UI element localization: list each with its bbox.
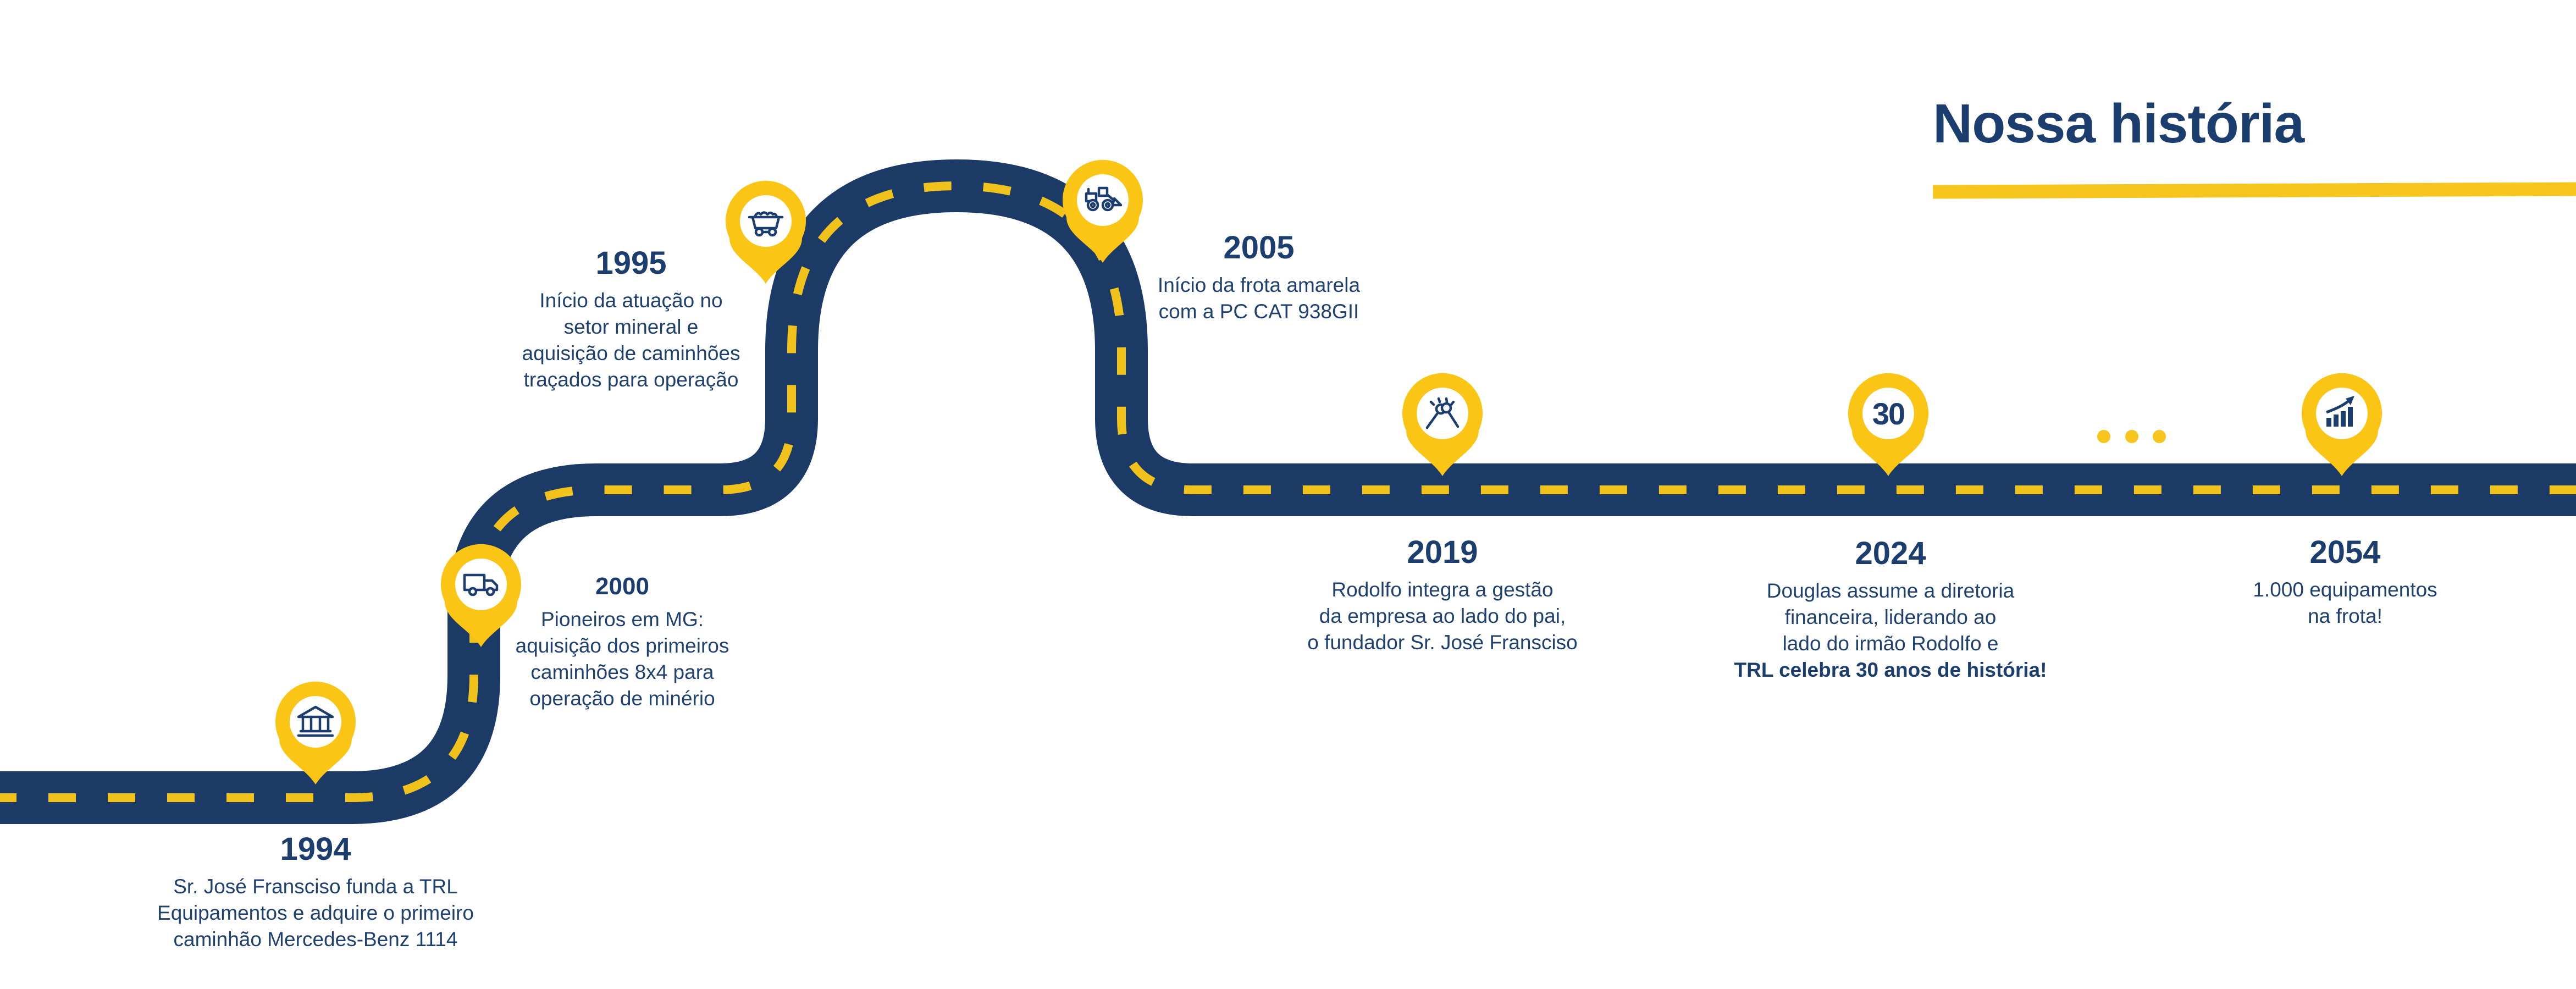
milestone-description: Rodolfo integra a gestão da empresa ao l… xyxy=(1307,578,1578,654)
milestone-2005: 2005 Início da frota amarela com a PC CA… xyxy=(1105,230,1413,325)
milestone-description-bold: TRL celebra 30 anos de história! xyxy=(1734,658,2047,681)
milestone-year: 1995 xyxy=(595,245,667,281)
growth-chart-icon xyxy=(2326,396,2354,427)
pin-2019 xyxy=(1402,373,1483,476)
wheel-loader-icon xyxy=(1085,186,1123,212)
handshake-icon xyxy=(1425,397,1460,429)
milestone-1995: 1995 Início da atuação no setor mineral … xyxy=(494,245,769,393)
pin-2000 xyxy=(441,544,521,647)
pin-2054 xyxy=(2302,373,2382,476)
milestone-description: Sr. José Fransciso funda a TRL Equipamen… xyxy=(157,875,474,951)
ellipsis-dot xyxy=(2125,430,2138,443)
pin-2024: 30 xyxy=(1848,373,1928,476)
ellipsis-dot xyxy=(2097,430,2110,443)
ellipsis-dot xyxy=(2153,430,2166,443)
milestone-year: 1994 xyxy=(280,831,351,867)
milestone-year: 2019 xyxy=(1407,534,1478,570)
truck-icon xyxy=(463,573,499,596)
milestone-2019: 2019 Rodolfo integra a gestão da empresa… xyxy=(1289,534,1596,656)
title-underline-bar xyxy=(1932,182,2576,199)
road-center-dashes xyxy=(0,181,2576,802)
milestone-year: 2000 xyxy=(595,573,649,600)
pin-2005 xyxy=(1063,159,1143,263)
mine-cart-icon xyxy=(748,211,784,237)
milestone-year: 2054 xyxy=(2309,534,2381,570)
milestone-2024: 2024 Douglas assume a diretoria financei… xyxy=(1709,535,2072,683)
page-title: Nossa história xyxy=(1933,93,2304,154)
bank-icon xyxy=(297,705,334,737)
milestone-description: Início da atuação no setor mineral e aqu… xyxy=(522,289,740,391)
milestone-description: 1.000 equipamentos na frota! xyxy=(2253,578,2437,627)
milestone-year: 2005 xyxy=(1223,230,1295,266)
milestone-2054: 2054 1.000 equipamentos na frota! xyxy=(2219,534,2472,629)
milestone-year: 2024 xyxy=(1855,535,1926,571)
pin-1995 xyxy=(726,180,806,284)
milestone-2000: 2000 Pioneiros em MG: aquisição dos prim… xyxy=(485,573,760,712)
milestone-1994: 1994 Sr. José Fransciso funda a TRL Equi… xyxy=(129,831,502,953)
milestone-description: Início da frota amarela com a PC CAT 938… xyxy=(1157,273,1361,323)
future-ellipsis-dots xyxy=(2097,430,2166,443)
pin-1994 xyxy=(275,681,356,784)
milestone-description: Douglas assume a diretoria financeira, l… xyxy=(1766,579,2015,655)
milestone-description: Pioneiros em MG: aquisição dos primeiros… xyxy=(515,607,729,710)
30-years-badge-icon: 30 xyxy=(1872,396,1904,431)
